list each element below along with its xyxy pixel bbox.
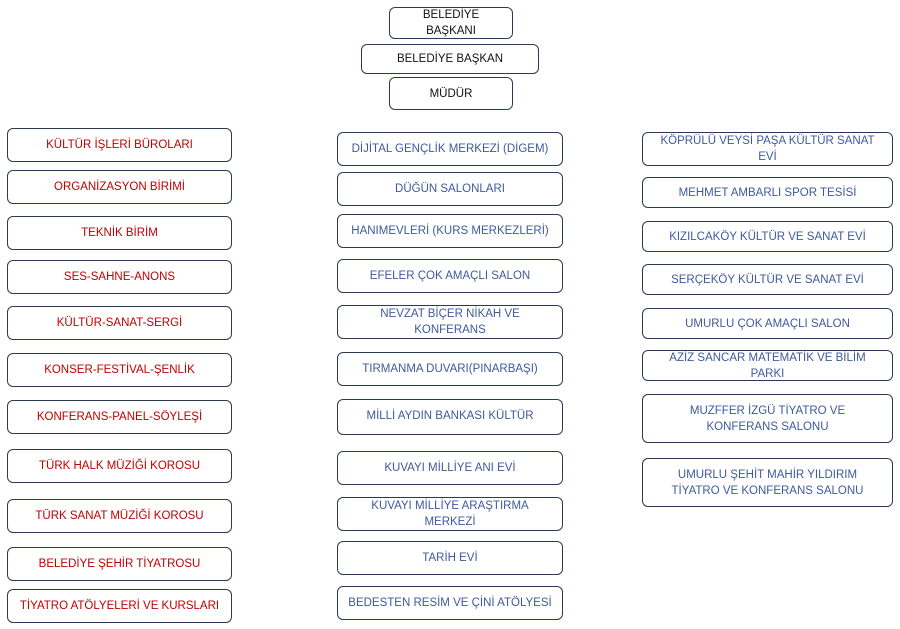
middle-unit-label: HANIMEVLERİ (KURS MERKEZLERİ) [351,225,549,237]
director-label: MÜDÜR [429,87,473,100]
left-unit-label: TÜRK HALK MÜZİĞİ KOROSU [38,460,201,472]
middle-unit-label: TIRMANMA DUVARI(PINARBAŞI) [362,363,538,375]
left-unit: TÜRK HALK MÜZİĞİ KOROSU [7,449,232,483]
left-unit: KONFERANS-PANEL-SÖYLEŞİ [7,400,232,434]
right-unit: AZİZ SANCAR MATEMATİK VE BİLİM PARKI [642,350,893,381]
middle-unit: DÜĞÜN SALONLARI [337,172,563,206]
left-unit: KONSER-FESTİVAL-ŞENLİK [7,353,232,387]
right-unit: UMURLU ÇOK AMAÇLI SALON [642,308,893,339]
middle-unit-label: MİLLİ AYDIN BANKASI KÜLTÜR [366,410,534,422]
right-unit: MUZFFER İZGÜ TİYATRO VE KONFERANS SALONU [642,394,893,443]
right-unit: KÖPRÜLÜ VEYSİ PAŞA KÜLTÜR SANAT EVİ [642,132,893,166]
left-unit: TEKNİK BİRİM [7,216,232,250]
mayor-deputy-box: BELEDİYE BAŞKAN [361,44,539,74]
middle-unit-label: KUVAYI MİLLİYE ARAŞTIRMA MERKEZİ [371,500,529,528]
right-unit-label: KÖPRÜLÜ VEYSİ PAŞA KÜLTÜR SANAT EVİ [660,135,875,163]
middle-unit-label: DİJİTAL GENÇLİK MERKEZİ (DİGEM) [351,143,549,155]
middle-unit: KUVAYI MİLLİYE ARAŞTIRMA MERKEZİ [337,497,563,531]
left-unit-label: KONFERANS-PANEL-SÖYLEŞİ [36,411,203,423]
left-unit: BELEDİYE ŞEHİR TİYATROSU [7,547,232,581]
left-unit-label: ORGANİZASYON BİRİMİ [54,181,185,193]
right-unit: MEHMET AMBARLI SPOR TESİSİ [642,177,893,208]
left-unit: ORGANİZASYON BİRİMİ [7,170,232,204]
left-unit: SES-SAHNE-ANONS [7,260,232,294]
middle-unit: TIRMANMA DUVARI(PINARBAŞI) [337,352,563,386]
left-unit-label: KÜLTÜR İŞLERİ BÜROLARI [46,139,193,151]
mayor-deputy-label: BELEDİYE BAŞKAN [396,53,504,65]
middle-unit-label: EFELER ÇOK AMAÇLI SALON [369,270,531,282]
left-unit-label: TÜRK SANAT MÜZİĞİ KOROSU [35,510,204,522]
director-box: MÜDÜR [389,77,513,110]
middle-unit: DİJİTAL GENÇLİK MERKEZİ (DİGEM) [337,132,563,166]
left-unit-label: TİYATRO ATÖLYELERİ VE KURSLARI [19,600,220,612]
right-unit: KIZILCAKÖY KÜLTÜR VE SANAT EVİ [642,221,893,252]
middle-unit: TARİH EVİ [337,541,563,575]
left-unit-label: SES-SAHNE-ANONS [63,271,176,283]
left-unit: KÜLTÜR-SANAT-SERGİ [7,306,232,340]
left-unit: TÜRK SANAT MÜZİĞİ KOROSU [7,499,232,533]
mayor-box: BELEDİYE BAŞKANI [389,7,513,39]
left-unit-label: KONSER-FESTİVAL-ŞENLİK [44,364,195,376]
middle-unit-label: NEVZAT BİÇER NİKAH VE KONFERANS [380,308,520,336]
right-unit-label: AZİZ SANCAR MATEMATİK VE BİLİM PARKI [669,351,866,380]
right-unit-label: UMURLU ŞEHİT MAHİR YILDIRIM TİYATRO VE K… [671,468,864,497]
left-unit: KÜLTÜR İŞLERİ BÜROLARI [7,128,232,162]
middle-unit: KUVAYI MİLLİYE ANI EVİ [337,451,563,485]
right-unit-label: MEHMET AMBARLI SPOR TESİSİ [678,186,857,199]
middle-unit-label: BEDESTEN RESİM VE ÇİNİ ATÖLYESİ [348,597,552,609]
middle-unit-label: KUVAYI MİLLİYE ANI EVİ [384,462,516,474]
middle-unit: MİLLİ AYDIN BANKASI KÜLTÜR [337,399,563,435]
left-unit-label: KÜLTÜR-SANAT-SERGİ [56,317,183,329]
right-unit: UMURLU ŞEHİT MAHİR YILDIRIM TİYATRO VE K… [642,458,893,507]
left-unit-label: BELEDİYE ŞEHİR TİYATROSU [38,558,201,570]
right-unit-label: MUZFFER İZGÜ TİYATRO VE KONFERANS SALONU [689,404,846,433]
left-unit-label: TEKNİK BİRİM [81,227,158,239]
right-unit-label: SERÇEKÖY KÜLTÜR VE SANAT EVİ [671,273,864,286]
right-unit-label: KIZILCAKÖY KÜLTÜR VE SANAT EVİ [669,230,866,243]
middle-unit: EFELER ÇOK AMAÇLI SALON [337,259,563,293]
middle-unit: NEVZAT BİÇER NİKAH VE KONFERANS [337,305,563,339]
right-unit: SERÇEKÖY KÜLTÜR VE SANAT EVİ [642,264,893,295]
middle-unit-label: DÜĞÜN SALONLARI [395,183,505,195]
middle-unit-label: TARİH EVİ [422,552,478,564]
middle-unit: BEDESTEN RESİM VE ÇİNİ ATÖLYESİ [337,586,563,620]
right-unit-label: UMURLU ÇOK AMAÇLI SALON [685,317,850,330]
left-unit: TİYATRO ATÖLYELERİ VE KURSLARI [7,589,232,623]
middle-unit: HANIMEVLERİ (KURS MERKEZLERİ) [337,214,563,248]
mayor-label: BELEDİYE BAŞKANI [422,9,480,37]
